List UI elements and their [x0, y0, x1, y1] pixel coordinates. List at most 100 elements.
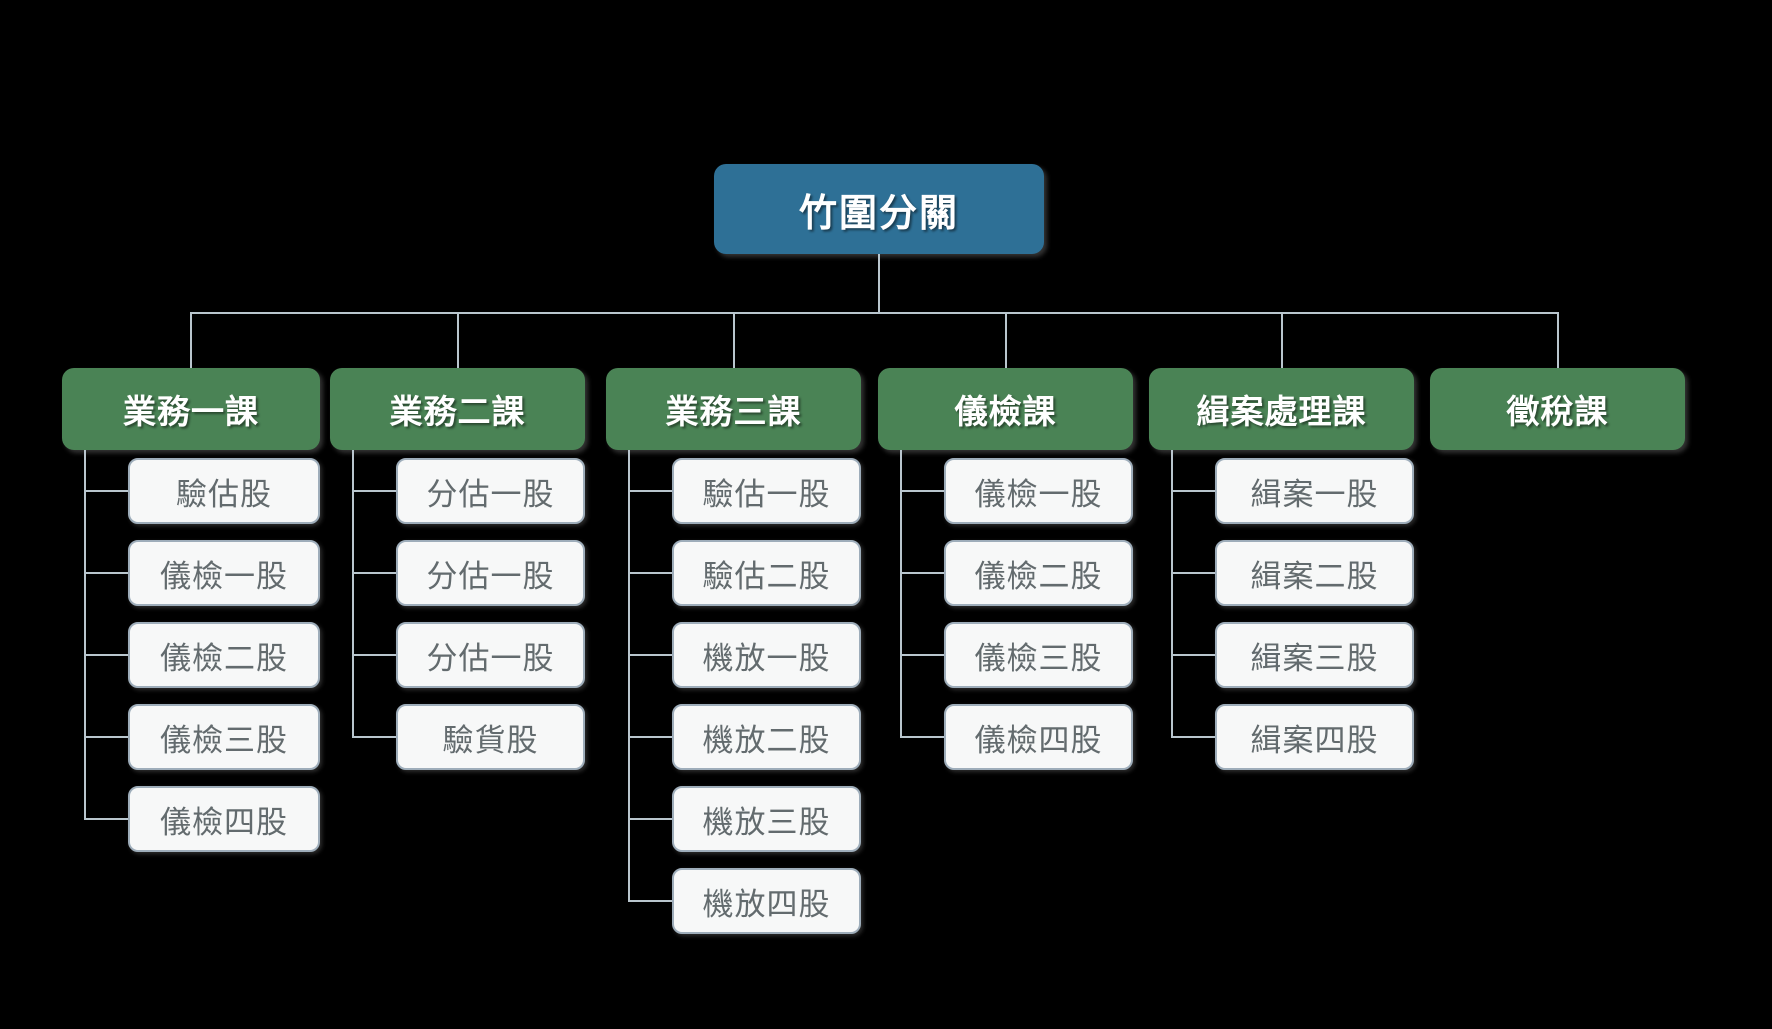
- child-node[interactable]: 儀檢三股: [944, 622, 1133, 688]
- child-node-label: 緝案二股: [1250, 558, 1379, 594]
- child-node[interactable]: 機放二股: [672, 704, 861, 770]
- child-node-label: 機放二股: [702, 722, 831, 758]
- child-node-label: 分估一股: [426, 558, 555, 594]
- horizontal-connector: [84, 654, 130, 656]
- child-node-row: 儀檢三股: [62, 696, 320, 778]
- child-node-group: 儀檢一股儀檢二股儀檢三股儀檢四股: [878, 450, 1133, 778]
- horizontal-connector: [84, 736, 130, 738]
- child-node[interactable]: 機放四股: [672, 868, 861, 934]
- child-node[interactable]: 儀檢三股: [128, 704, 320, 770]
- child-node[interactable]: 機放三股: [672, 786, 861, 852]
- child-node-row: 儀檢四股: [878, 696, 1133, 778]
- child-node[interactable]: 儀檢二股: [128, 622, 320, 688]
- child-node[interactable]: 緝案四股: [1215, 704, 1414, 770]
- child-node[interactable]: 儀檢二股: [944, 540, 1133, 606]
- child-node[interactable]: 驗貨股: [396, 704, 585, 770]
- child-node-row: 機放三股: [606, 778, 861, 860]
- horizontal-connector: [900, 572, 946, 574]
- child-node-label: 驗估一股: [702, 476, 831, 512]
- department-node[interactable]: 徵稅課: [1430, 368, 1685, 450]
- department-drop-connector: [190, 312, 192, 368]
- department-node-label: 徵稅課: [1506, 393, 1609, 430]
- child-node[interactable]: 儀檢一股: [944, 458, 1133, 524]
- child-node[interactable]: 緝案二股: [1215, 540, 1414, 606]
- root-node-zhuwei-branch[interactable]: 竹圍分關: [714, 164, 1044, 254]
- child-node[interactable]: 機放一股: [672, 622, 861, 688]
- child-node[interactable]: 驗估二股: [672, 540, 861, 606]
- child-node[interactable]: 緝案一股: [1215, 458, 1414, 524]
- child-node-label: 機放一股: [702, 640, 831, 676]
- horizontal-bus-connector: [191, 312, 1558, 314]
- child-node-group: 分估一股分估一股分估一股驗貨股: [330, 450, 585, 778]
- child-node[interactable]: 分估一股: [396, 622, 585, 688]
- child-node-row: 儀檢四股: [62, 778, 320, 860]
- child-node[interactable]: 儀檢四股: [944, 704, 1133, 770]
- child-node-row: 分估一股: [330, 532, 585, 614]
- department-node[interactable]: 緝案處理課: [1149, 368, 1414, 450]
- horizontal-connector: [628, 736, 674, 738]
- child-node-row: 驗貨股: [330, 696, 585, 778]
- department-drop-connector: [456, 312, 459, 368]
- vertical-connector: [352, 450, 354, 736]
- horizontal-connector: [1171, 572, 1217, 574]
- department-column: 儀檢課儀檢一股儀檢二股儀檢三股儀檢四股: [878, 368, 1133, 778]
- horizontal-connector: [900, 736, 946, 738]
- horizontal-connector: [900, 654, 946, 656]
- horizontal-connector: [628, 490, 674, 492]
- root-stem-connector: [878, 254, 880, 312]
- child-node[interactable]: 分估一股: [396, 540, 585, 606]
- vertical-connector: [1171, 450, 1173, 736]
- department-node[interactable]: 業務三課: [606, 368, 861, 450]
- department-node-label: 業務三課: [665, 393, 802, 430]
- department-column: 業務一課驗估股儀檢一股儀檢二股儀檢三股儀檢四股: [62, 368, 320, 860]
- horizontal-connector: [628, 818, 674, 820]
- child-node-row: 機放二股: [606, 696, 861, 778]
- child-node-label: 儀檢三股: [974, 640, 1103, 676]
- department-drop-connector: [1280, 312, 1283, 368]
- child-node-row: 緝案一股: [1149, 450, 1414, 532]
- horizontal-connector: [84, 818, 130, 820]
- child-node-row: 儀檢一股: [878, 450, 1133, 532]
- child-node-row: 分估一股: [330, 450, 585, 532]
- horizontal-connector: [628, 572, 674, 574]
- child-node[interactable]: 驗估股: [128, 458, 320, 524]
- horizontal-connector: [628, 900, 674, 902]
- department-node[interactable]: 業務一課: [62, 368, 320, 450]
- department-node[interactable]: 儀檢課: [878, 368, 1133, 450]
- child-node-row: 緝案三股: [1149, 614, 1414, 696]
- horizontal-connector: [628, 654, 674, 656]
- child-node-label: 儀檢二股: [160, 640, 288, 676]
- child-node-row: 儀檢三股: [878, 614, 1133, 696]
- department-node[interactable]: 業務二課: [330, 368, 585, 450]
- child-node-row: 儀檢二股: [62, 614, 320, 696]
- department-drop-connector: [732, 312, 735, 368]
- root-node-label: 竹圍分關: [798, 192, 959, 235]
- horizontal-connector: [352, 490, 398, 492]
- child-node-label: 機放四股: [702, 886, 831, 922]
- child-node[interactable]: 緝案三股: [1215, 622, 1414, 688]
- child-node[interactable]: 儀檢四股: [128, 786, 320, 852]
- child-node-row: 機放四股: [606, 860, 861, 942]
- child-node[interactable]: 儀檢一股: [128, 540, 320, 606]
- child-node-label: 儀檢一股: [160, 558, 288, 594]
- child-node-label: 分估一股: [426, 640, 555, 676]
- horizontal-connector: [900, 490, 946, 492]
- child-node-label: 緝案三股: [1250, 640, 1379, 676]
- department-column: 徵稅課: [1430, 368, 1685, 450]
- child-node-label: 儀檢四股: [974, 722, 1103, 758]
- horizontal-connector: [352, 736, 398, 738]
- child-node-row: 緝案四股: [1149, 696, 1414, 778]
- horizontal-connector: [84, 572, 130, 574]
- child-node-row: 分估一股: [330, 614, 585, 696]
- child-node[interactable]: 驗估一股: [672, 458, 861, 524]
- department-drop-connector: [1004, 312, 1007, 368]
- department-column: 業務二課分估一股分估一股分估一股驗貨股: [330, 368, 585, 778]
- vertical-connector: [900, 450, 902, 736]
- child-node-row: 機放一股: [606, 614, 861, 696]
- child-node-label: 儀檢一股: [974, 476, 1103, 512]
- child-node[interactable]: 分估一股: [396, 458, 585, 524]
- child-node-label: 分估一股: [426, 476, 555, 512]
- department-node-label: 緝案處理課: [1196, 393, 1367, 430]
- child-node-row: 驗估股: [62, 450, 320, 532]
- vertical-connector: [84, 450, 86, 818]
